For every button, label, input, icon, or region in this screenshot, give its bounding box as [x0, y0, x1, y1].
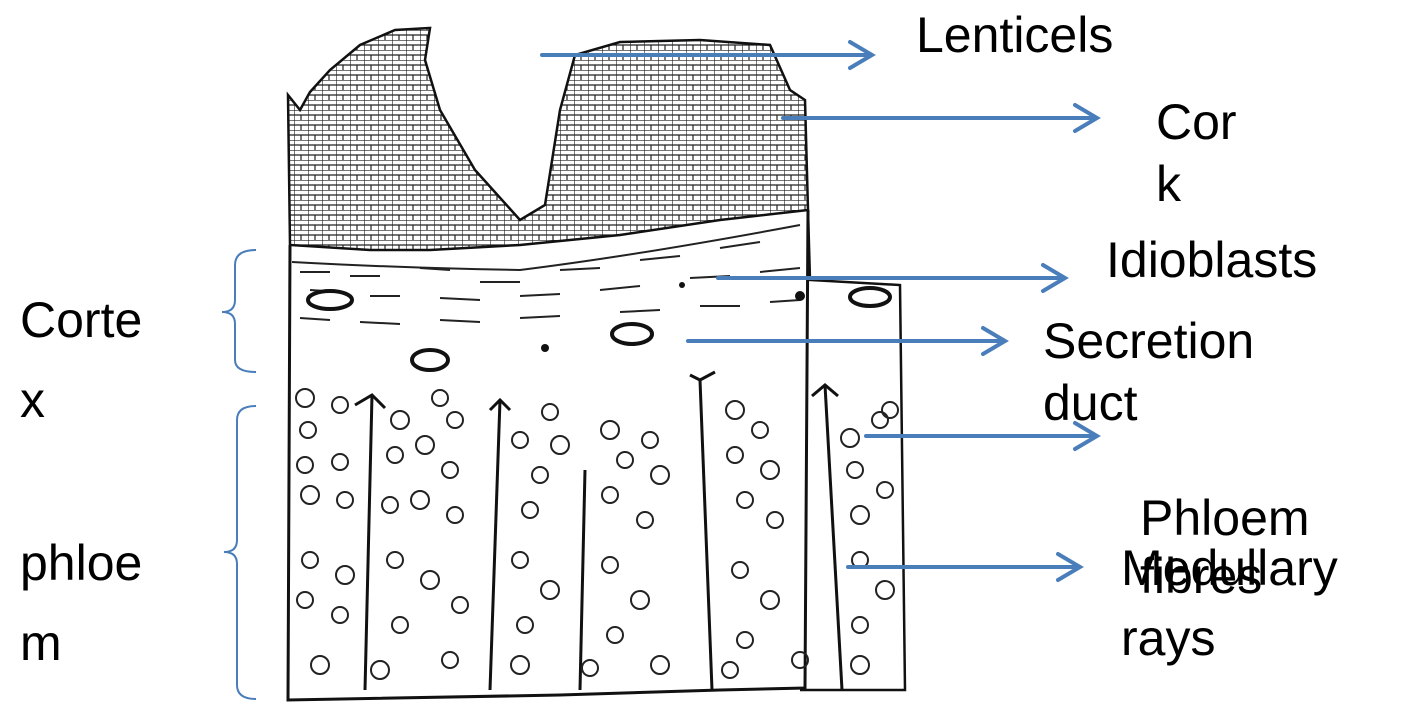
label-cortex-line1: Corte [20, 280, 142, 360]
label-idioblasts: Idioblasts [1106, 229, 1317, 291]
label-lenticels: Lenticels [916, 4, 1113, 66]
phloem-brace [224, 406, 256, 699]
label-cork: Cor k [1156, 91, 1237, 215]
cortex-brace [222, 250, 256, 372]
label-cortex: Corte x [20, 280, 142, 440]
label-phloem-line2: m [20, 603, 142, 683]
label-lenticels-text: Lenticels [916, 4, 1113, 66]
label-secretion-duct-line1: Secretion [1043, 310, 1254, 372]
label-secretion-duct-line2: duct [1043, 372, 1254, 434]
arrow-medullary-rays [848, 554, 1080, 580]
arrow-secretion-duct [688, 328, 1005, 354]
label-cork-line1: Cor [1156, 91, 1237, 153]
label-cortex-line2: x [20, 360, 142, 440]
arrow-idioblasts [718, 265, 1065, 291]
label-medullary-rays-line2: rays [1121, 603, 1338, 673]
secretion-ducts [308, 288, 890, 370]
label-phloem: phloe m [20, 523, 142, 683]
label-medullary-rays: Medullary rays [1121, 533, 1338, 673]
label-idioblasts-text: Idioblasts [1106, 229, 1317, 291]
label-secretion-duct: Secretion duct [1043, 310, 1254, 434]
medullary-rays [355, 372, 842, 690]
label-cork-line2: k [1156, 153, 1237, 215]
arrow-cork [783, 105, 1097, 131]
label-phloem-line1: phloe [20, 523, 142, 603]
label-medullary-rays-line1: Medullary [1121, 533, 1338, 603]
specimen [288, 28, 905, 700]
cork-region [288, 28, 808, 250]
